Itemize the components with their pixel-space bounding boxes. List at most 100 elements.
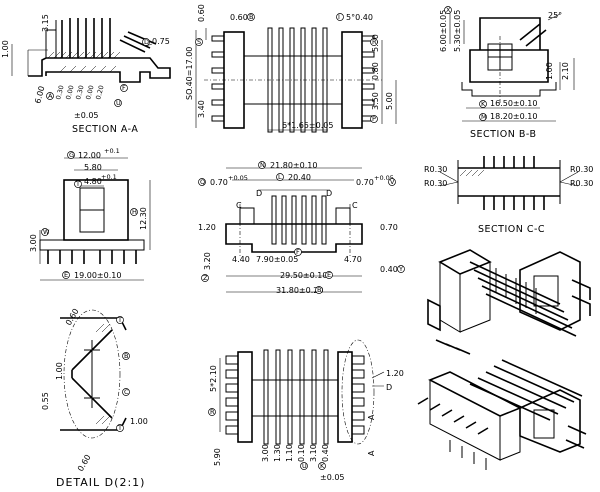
svg-text:Y: Y (398, 265, 403, 273)
svg-text:D: D (144, 38, 149, 46)
svg-text:T: T (117, 316, 122, 324)
svg-text:A: A (367, 450, 376, 456)
svg-text:A: A (367, 414, 376, 420)
dim-top-3-40: 3.40 (197, 100, 206, 118)
dim-side-4-40: 4.40 (232, 255, 250, 264)
dim-bb-18-20: 18.20±0.10 (490, 112, 537, 121)
bottom-view: 1.20 D A A 5*2.10 R 5.90 3.00 1.30 1.10 … (208, 339, 404, 482)
dim-side-31-80: 31.80±0.20 (276, 286, 323, 295)
dim-side-21-80: 21.80±0.10 (270, 161, 317, 170)
dim-front-12-00: 12.00 (78, 151, 101, 160)
side-fins (271, 195, 327, 245)
svg-text:B: B (317, 286, 321, 294)
dim-front-4-80-tol: +0.1 (101, 173, 117, 181)
bottom-pins-left (225, 355, 239, 435)
dim-side-0-40: 0.40 (380, 265, 398, 274)
dim-aa-6-00: 6.00 (33, 85, 46, 105)
dim-aa-pm-005: ±0.05 (74, 111, 99, 120)
svg-text:+0.05: +0.05 (374, 174, 394, 182)
dim-aa-3-15: 3.15 (41, 14, 50, 32)
svg-text:0.10: 0.10 (297, 444, 306, 462)
dim-bottom-5-90: 5.90 (213, 448, 222, 466)
svg-text:1.30: 1.30 (273, 444, 282, 462)
svg-text:U: U (302, 462, 307, 470)
svg-text:T: T (117, 424, 122, 432)
dim-aa-0-75: 0.75 (152, 37, 170, 46)
svg-text:C: C (124, 388, 129, 396)
svg-text:F: F (122, 84, 126, 92)
dim-dd-1-00-a: 1.00 (55, 362, 64, 380)
dim-bottom-5-2-10: 5*2.10 (209, 365, 218, 392)
svg-text:K: K (320, 462, 325, 470)
dim-front-5-80: 5.80 (84, 163, 102, 172)
section-bb-view: 25° 6.00±0.05 5.30±0.05 X 1.00 2.10 K 16… (439, 6, 575, 140)
svg-text:C: C (236, 201, 242, 210)
svg-text:0.40: 0.40 (321, 444, 330, 462)
label-section-aa: SECTION A-A (72, 124, 138, 135)
dim-top-17-00: SO.40=17.00 (185, 47, 194, 100)
front-view: G 12.00 +0.1 5.80 T 4.80 +0.1 H 12.30 3.… (29, 147, 151, 281)
dim-front-12-00-tol: +0.1 (104, 147, 120, 155)
svg-text:E: E (327, 271, 331, 279)
dim-aa-1-00: 1.00 (1, 40, 10, 58)
side-view: C C D D N 21.80±0.10 L 20.40 Q 0.70 +0.0… (198, 161, 405, 295)
top-pins-left (211, 35, 225, 122)
dim-top-0-60-a: 0.60 (197, 4, 206, 22)
dim-bb-1-00: 1.00 (545, 62, 554, 80)
dim-side-20-40: 20.40 (288, 173, 311, 182)
cc-fins (483, 156, 545, 210)
dim-bb-6-00: 6.00±0.05 (439, 10, 448, 52)
dim-top-pitch: 6*1.65±0.05 (282, 121, 333, 130)
svg-text:3.10: 3.10 (309, 444, 318, 462)
dim-top-0-60-b: 0.60 (230, 13, 248, 22)
svg-text:0.20: 0.20 (94, 84, 105, 100)
svg-text:P: P (372, 115, 376, 123)
iso2-pins (417, 397, 489, 435)
front-pins (47, 250, 137, 264)
svg-text:I: I (338, 13, 340, 21)
dim-front-4-80: 4.80 (84, 177, 102, 186)
svg-text:0.00: 0.00 (64, 84, 75, 100)
svg-text:B: B (249, 13, 253, 21)
svg-text:M: M (481, 113, 487, 121)
dim-top-0-80: 0.80 (371, 62, 380, 80)
svg-text:B: B (124, 352, 128, 360)
svg-text:X: X (446, 6, 451, 14)
bottom-pins-right (351, 355, 365, 435)
top-view: 0.60 SO.40=17.00 3.40 0.60 B I 5°0.40 5.… (185, 4, 397, 133)
aa-fin-dims: 0.30 0.00 0.30 0.00 0.20 (54, 84, 105, 100)
dim-side-4-70: 4.70 (344, 255, 362, 264)
svg-text:S: S (197, 38, 201, 46)
svg-text:3.00: 3.00 (261, 444, 270, 462)
svg-text:C: C (352, 201, 358, 210)
svg-text:K: K (481, 100, 486, 108)
dim-dd-0-60-b: 0.60 (76, 453, 93, 473)
isometric-view-bottom (417, 359, 587, 470)
dim-bb-5-30: 5.30±0.05 (453, 10, 462, 52)
svg-text:R: R (372, 38, 377, 46)
svg-text:E: E (64, 271, 68, 279)
dim-bottom-d: D (386, 383, 392, 392)
svg-text:T: T (75, 180, 80, 188)
dim-bb-2-10: 2.10 (561, 62, 570, 80)
dim-bottom-1-20: 1.20 (386, 369, 404, 378)
dim-bb-25: 25° (548, 11, 562, 20)
dim-side-0-70-l: 0.70 (210, 178, 228, 187)
dim-dd-0-60-a: 0.60 (64, 307, 81, 327)
dim-bottom-pm-005: ±0.05 (320, 473, 345, 482)
svg-text:G: G (69, 151, 74, 159)
svg-text:Z: Z (203, 274, 208, 282)
svg-text:V: V (390, 178, 395, 186)
svg-text:D: D (326, 189, 332, 198)
section-cc-view: R0.30 R0.30 R0.30 R0.30 SECTION C-C (424, 156, 593, 235)
svg-text:0.30: 0.30 (54, 84, 65, 100)
isometric-view-top (427, 249, 591, 355)
detail-d-view: 1.00 0.55 1.00 0.60 0.60 T B C T DETAIL … (41, 307, 148, 489)
dim-side-7-90: 7.90±0.05 (256, 255, 298, 264)
dim-side-1-20: 1.20 (198, 223, 216, 232)
label-section-bb: SECTION B-B (470, 129, 537, 140)
dim-top-3-50: 3.50 (371, 92, 380, 110)
aa-hatching (47, 51, 121, 73)
bottom-fin-dims: 3.00 1.30 1.10 0.10 3.10 0.40 (261, 444, 330, 462)
dim-cc-r030-a: R0.30 (424, 165, 447, 174)
